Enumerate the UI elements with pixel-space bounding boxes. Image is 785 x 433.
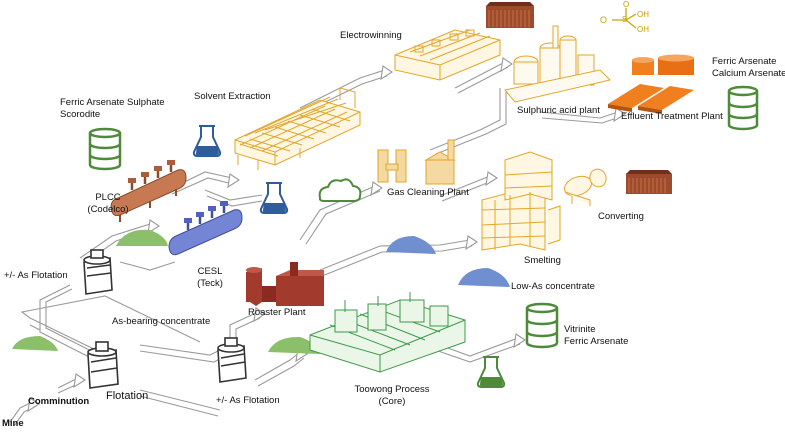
label-ferric-arsenate-sulphate: Ferric Arsenate Sulphate [60, 97, 165, 108]
label-plcc: PLCC [95, 192, 121, 203]
sulphuric-acid-plant [504, 25, 611, 103]
label-as-flotation-left: +/- As Flotation [4, 270, 68, 281]
sulphuric-acid-molecule-icon: O O OH OH S [600, 0, 649, 34]
ew-building [486, 2, 534, 28]
label-scorodite: Scorodite [60, 109, 101, 120]
svg-text:OH: OH [637, 25, 649, 34]
plcc-reactor [110, 160, 187, 222]
solvent-extraction-plant [234, 87, 361, 170]
gas-cleaning-plant [377, 139, 456, 185]
label-electrowinning: Electrowinning [340, 30, 402, 41]
storage-drum-icon-top-right [727, 85, 759, 131]
converting-building [626, 170, 672, 194]
flask-icon-toowong [476, 356, 506, 388]
concentrate-pile-blue-low-as [458, 268, 510, 287]
label-calcium-arsenate: Calcium Arsenate [712, 68, 785, 79]
label-comminution: Comminution [28, 396, 90, 407]
label-as-flotation-bottom: +/- As Flotation [216, 395, 280, 406]
toowong-process-plant [309, 292, 466, 373]
label-as-bearing-concentrate: As-bearing concentrate [112, 316, 211, 327]
label-roaster-plant: Roaster Plant [248, 307, 306, 318]
concentrate-pile-green-top [116, 229, 168, 246]
label-plcc-sub: (Codelco) [87, 204, 129, 215]
storage-drum-icon-left [88, 127, 122, 171]
label-mine: Mine [2, 418, 24, 429]
label-smelting: Smelting [524, 255, 561, 266]
label-flotation: Flotation [106, 390, 149, 402]
arrow-flotation-left [39, 284, 96, 361]
roaster-plant [246, 262, 324, 306]
arrow-mine [9, 401, 33, 423]
flotation-cell-icon-center [87, 341, 119, 389]
label-ferric-arsenate-bottom: Ferric Arsenate [564, 336, 629, 347]
arrow-as-bearing [20, 295, 201, 353]
storage-drum-icon-vitrinite [525, 302, 559, 349]
concentrate-pile-green-left [12, 336, 58, 351]
label-low-as-concentrate: Low-As concentrate [511, 281, 595, 292]
label-gas-cleaning-plant: Gas Cleaning Plant [387, 187, 469, 198]
label-effluent-treatment-plant: Effluent Treatment Plant [621, 111, 723, 122]
label-solvent-extraction: Solvent Extraction [194, 91, 271, 102]
svg-text:O: O [623, 0, 629, 9]
concentrate-pile-blue-smelting [386, 236, 436, 254]
flotation-cell-icon-left [83, 249, 113, 295]
label-toowong-sub: (Core) [378, 396, 406, 407]
svg-text:S: S [622, 15, 627, 24]
label-cesl: CESL [197, 266, 223, 277]
label-cesl-sub: (Teck) [197, 278, 223, 289]
cesl-reactor [168, 201, 243, 256]
electrowinning-plant [394, 29, 501, 81]
flask-icon-sx [192, 125, 222, 157]
flotation-cell-icon-bottom [217, 337, 247, 383]
label-sulphuric-acid-plant: Sulphuric acid plant [517, 105, 600, 116]
label-converting: Converting [598, 211, 644, 222]
label-vitrinite: Vitrinite [564, 324, 596, 335]
svg-text:OH: OH [637, 10, 649, 19]
svg-text:O: O [600, 15, 607, 25]
flask-icon-cesl [259, 182, 289, 214]
effluent-treatment-plant [608, 54, 694, 114]
label-ferric-arsenate-top: Ferric Arsenate [712, 56, 777, 67]
label-toowong-process: Toowong Process [354, 384, 430, 395]
smelting-converting-plant [481, 151, 607, 251]
gas-cloud-icon [318, 178, 362, 202]
concentrate-pile-green-bottom [268, 336, 320, 354]
